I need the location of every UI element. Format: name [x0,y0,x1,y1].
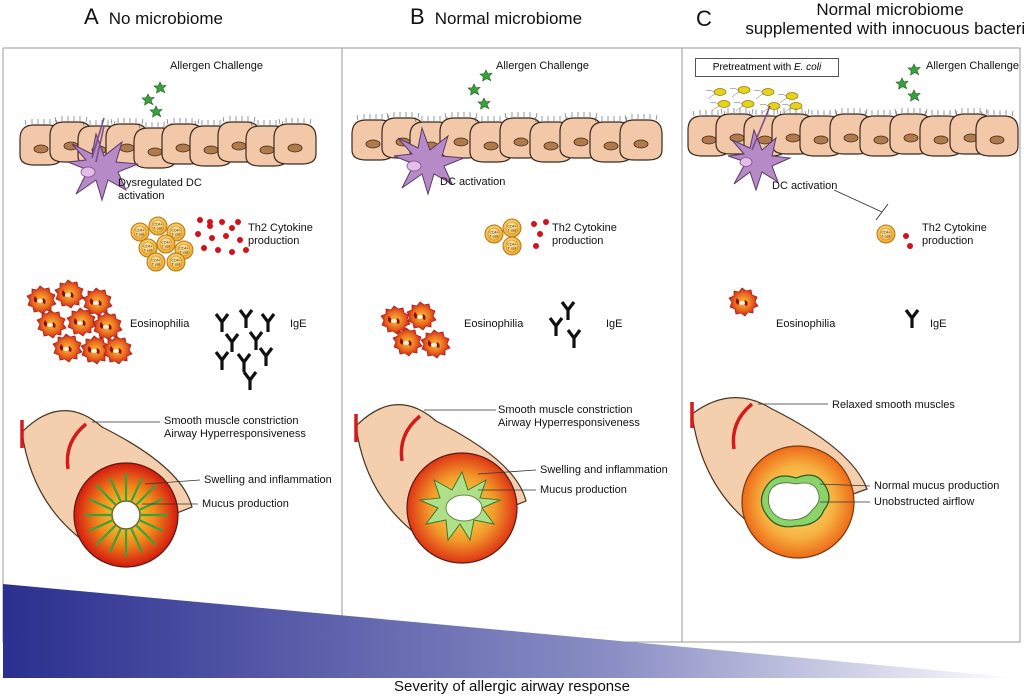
panel-a-allergen-label: Allergen Challenge [170,60,263,72]
panel-c-pretreatment-box: Pretreatment with E. coli [695,58,839,77]
panel-a-tcells [130,216,194,272]
panel-c-ecoli [705,86,803,114]
panel-c-relaxed-label: Relaxed smooth muscles [832,399,955,411]
panel-a-smooth-muscle-label: Smooth muscle constriction [164,415,299,427]
panel-c-pretreatment-label: Pretreatment with [712,62,792,73]
panel-b-swelling-label: Swelling and inflammation [540,464,668,476]
panel-b-eosinophilia-label: Eosinophilia [464,318,524,330]
panel-c-airway [690,397,868,559]
panel-c-epithelium [687,107,1019,157]
panel-b-epithelium [351,111,663,163]
panel-a-swelling-label: Swelling and inflammation [204,474,332,486]
panel-c-frame [681,47,1021,643]
panel-a-ige-label: IgE [290,318,307,330]
panel-a-th2-label: Th2 Cytokine production [248,222,313,247]
panel-c-letter: C [696,6,712,31]
panel-c-pretreatment-species: E. coli [793,62,822,73]
panel-c-pointers [758,403,871,503]
panel-a-eosinophilia-label: Eosinophilia [130,318,190,330]
panel-c-eosinophilia-label: Eosinophilia [776,318,836,330]
panel-b-letter: B [410,4,425,29]
panel-b-smooth-muscle-label: Smooth muscle constriction [498,404,633,416]
panel-a-header: A No microbiome [84,4,223,30]
panel-a-hyperresponsiveness-label: Airway Hyperresponsiveness [164,428,306,440]
severity-label: Severity of allergic airway response [394,678,630,695]
panel-c-ige-label: IgE [930,318,947,330]
panel-c-title-1: Normal microbiome [816,0,964,19]
panel-b-header: B Normal microbiome [410,4,582,30]
panel-a-pointers [92,421,201,505]
panel-c-tcells [876,224,896,244]
panel-c-eosinophils [728,287,759,317]
panel-b-allergens [467,69,493,110]
severity-gradient [3,584,1020,678]
panel-b-title: Normal microbiome [434,9,583,28]
panel-b-ige-label: IgE [606,318,623,330]
panel-b-th2-label: Th2 Cytokine production [552,222,617,247]
panel-a-allergens [141,81,167,118]
panel-a-cytokines [195,217,249,255]
panel-a-ige [214,308,276,392]
panel-a-mucus-label: Mucus production [202,498,289,510]
panel-b-tcells [484,218,522,256]
panel-b-eosinophils [380,301,451,359]
panel-a-airway [20,410,193,568]
panel-b-airway [354,404,527,564]
panel-b-ige [548,300,582,350]
panel-c-header: C [696,6,722,32]
panel-c-dc-label: DC activation [772,180,838,192]
panel-a-dendritic-cell [67,117,139,202]
panel-a-dc-label: Dysregulated DC activation [118,177,202,202]
panel-c-normal-mucus-label: Normal mucus production [874,480,1000,492]
panel-c-inhibition [833,189,889,221]
panel-a-letter: A [84,4,99,29]
panel-b-pointers [424,409,537,491]
panel-b-dendritic-cell [393,126,465,196]
panel-c-allergen-label: Allergen Challenge [926,60,1019,72]
panel-b-dc-label: DC activation [440,176,506,188]
panel-a-eosinophils [26,279,133,365]
panel-b-allergen-label: Allergen Challenge [496,60,589,72]
panel-a-epithelium [19,115,317,169]
panel-b-mucus-label: Mucus production [540,484,627,496]
panel-b-hyperresponsiveness-label: Airway Hyperresponsiveness [498,417,640,429]
panel-c-th2-label: Th2 Cytokine production [922,222,987,247]
panel-c-allergens [895,63,921,102]
panel-c-dendritic-cell [727,105,792,192]
panel-b-cytokines [531,219,549,249]
panel-c-title-2: supplemented with innocuous bacteria [745,19,1024,38]
panel-c-ige [904,308,920,330]
panel-a-title: No microbiome [108,9,223,28]
panel-c-cytokines [903,233,913,249]
panel-c-airflow-label: Unobstructed airflow [874,496,975,508]
